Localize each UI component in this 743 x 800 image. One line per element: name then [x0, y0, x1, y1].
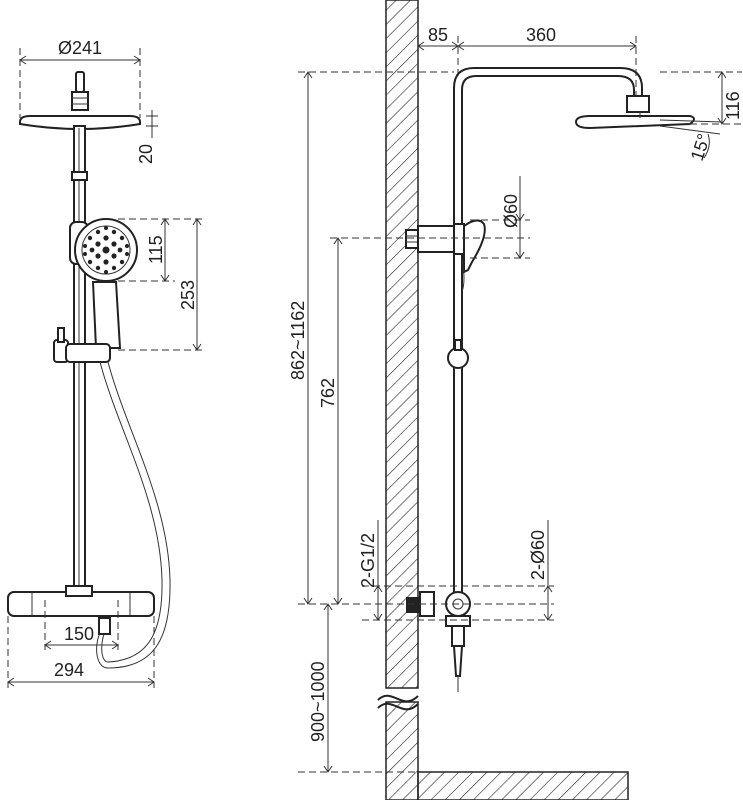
- slide-holder-side: [447, 339, 469, 369]
- label-hand-shower-height: 115: [146, 235, 166, 264]
- label-head-drop: 116: [723, 91, 743, 120]
- label-valve-centres: 150: [64, 624, 94, 644]
- dim-head-side: 116 15°: [660, 71, 743, 163]
- dim-hand-shower: 115 253: [118, 218, 205, 351]
- hand-shower-side: Ø60: [330, 176, 530, 293]
- label-hand-shower-size: Ø60: [501, 194, 521, 228]
- label-riser-height: 862~1162: [288, 301, 308, 380]
- hand-shower-front: [69, 218, 138, 349]
- shower-head-front: [19, 71, 141, 130]
- hose-front: [96, 361, 171, 669]
- label-head-thickness: 20: [136, 144, 156, 164]
- label-escutcheon-diameter: 2-Ø60: [528, 530, 548, 580]
- slide-holder-front: [53, 327, 111, 363]
- label-hand-shower-to-holder: 253: [178, 280, 198, 310]
- valve-front: [7, 585, 155, 617]
- front-view: Ø241 20: [7, 38, 205, 688]
- hand-shower-nozzles: [83, 226, 129, 274]
- label-valve-to-holder: 762: [318, 378, 338, 408]
- label-inlet-thread: 2-G1/2: [358, 533, 378, 588]
- riser-side: [453, 67, 650, 598]
- dim-top: 85 360: [417, 25, 637, 100]
- shower-head-side: [574, 112, 723, 135]
- label-arm-reach: 360: [526, 25, 556, 45]
- side-view: 85 360 116 15°: [288, 0, 743, 800]
- dim-head-diameter: Ø241: [19, 38, 141, 118]
- label-head-tilt: 15°: [687, 131, 714, 163]
- wall-section: [377, 0, 629, 800]
- label-install-height: 900~1000: [308, 661, 328, 742]
- dim-valve: 150 294: [7, 600, 155, 688]
- label-valve-width: 294: [54, 660, 84, 680]
- dim-vertical: 862~1162 762 900~1000 2-G1/2 2-Ø60: [288, 71, 554, 773]
- dim-head-thickness: 20: [136, 110, 158, 164]
- label-wall-offset: 85: [428, 25, 448, 45]
- label-head-diameter: Ø241: [58, 38, 102, 58]
